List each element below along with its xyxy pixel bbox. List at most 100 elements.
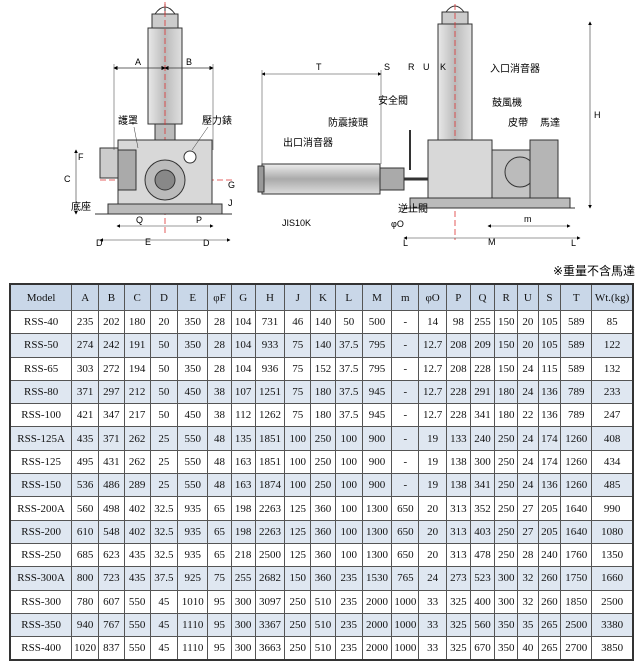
table-cell: 32 [517,589,539,614]
dim-J: J [228,198,233,208]
table-cell: 434 [591,449,634,475]
dim-M: M [488,237,496,247]
table-cell: 250 [494,449,519,475]
table-cell: - [391,473,420,498]
column-header: L [334,283,363,311]
table-cell: 623 [98,542,125,568]
table-cell: 95 [207,589,232,614]
table-cell: 589 [560,333,593,358]
table-cell: 1640 [560,496,593,521]
table-cell: 2000 [361,612,393,638]
table-cell: 3380 [591,612,634,638]
table-cell: 3367 [254,612,286,638]
table-cell: 1010 [177,589,209,614]
table-cell: 24 [517,379,539,405]
table-cell: 32 [517,566,539,591]
table-cell: 1260 [560,473,593,498]
dim-m: m [524,214,532,224]
column-header: P [446,283,471,311]
table-cell: 300 [230,636,256,661]
table-cell: 940 [71,612,100,638]
table-cell: 350 [177,309,209,335]
dim-T: T [316,62,322,72]
column-header: J [284,283,312,311]
table-cell: 347 [98,403,125,428]
table-cell: 25 [149,473,179,498]
table-cell: 198 [230,519,256,544]
table-cell: - [391,403,420,428]
table-cell: 205 [537,519,562,544]
table-cell: 112 [230,403,256,428]
column-header: H [254,283,286,311]
weight-note: ※重量不含馬達 [552,264,635,278]
table-cell: 33 [418,589,447,614]
table-cell: 98 [446,309,471,335]
dim-L-right: L [571,238,576,248]
table-cell: 478 [469,542,496,568]
column-header: K [310,283,336,311]
table-cell: 400 [469,589,496,614]
table-cell: 303 [71,356,100,381]
pressure-gauge-label: 壓力錶 [202,114,232,127]
table-cell: 240 [469,426,496,451]
table-cell: 723 [98,566,125,591]
table-cell: 548 [98,519,125,544]
table-cell: 75 [284,403,312,428]
table-cell: 255 [469,309,496,335]
table-cell: 28 [207,356,232,381]
table-cell: 341 [469,403,496,428]
table-cell: 24 [517,449,539,475]
dim-C: C [64,174,71,184]
model-cell: RSS-65 [9,356,73,381]
table-cell: 20 [418,542,447,568]
table-cell: 150 [494,333,519,358]
table-cell: 24 [517,473,539,498]
dim-D-right: D [203,238,210,248]
table-cell: 255 [230,566,256,591]
table-cell: 180 [310,379,336,405]
table-cell: 837 [98,636,125,661]
table-cell: 228 [446,403,471,428]
table-cell: 300 [230,612,256,638]
belt-label: 皮帶 [508,116,528,129]
table-cell: 3097 [254,589,286,614]
table-cell: 1851 [254,449,286,475]
table-cell: 765 [391,566,420,591]
table-cell: 65 [207,519,232,544]
model-cell: RSS-50 [9,333,73,358]
base-label: 底座 [71,200,91,213]
column-header: M [361,283,393,311]
model-cell: RSS-125 [9,449,73,475]
table-cell: 300 [230,589,256,614]
dim-S: S [384,62,390,72]
table-cell: 925 [177,566,209,591]
table-cell: 24 [517,356,539,381]
table-cell: 685 [71,542,100,568]
column-header: Q [469,283,496,311]
table-cell: 35 [517,612,539,638]
table-cell: 1080 [591,519,634,544]
table-cell: 20 [517,333,539,358]
table-cell: 265 [537,612,562,638]
table-cell: 935 [177,542,209,568]
table-cell: 250 [494,496,519,521]
model-cell: RSS-300 [9,589,73,614]
table-cell: 100 [284,449,312,475]
table-cell: 85 [591,309,634,335]
table-cell: 104 [230,356,256,381]
table-cell: 1251 [254,379,286,405]
table-cell: 1300 [361,519,393,544]
table-cell: 33 [418,636,447,661]
table-cell: 1000 [391,636,420,661]
table-cell: 935 [177,519,209,544]
dim-G: G [228,180,235,190]
table-cell: 1300 [361,496,393,521]
column-header: T [560,283,593,311]
table-cell: 650 [391,519,420,544]
table-cell: 360 [310,566,336,591]
